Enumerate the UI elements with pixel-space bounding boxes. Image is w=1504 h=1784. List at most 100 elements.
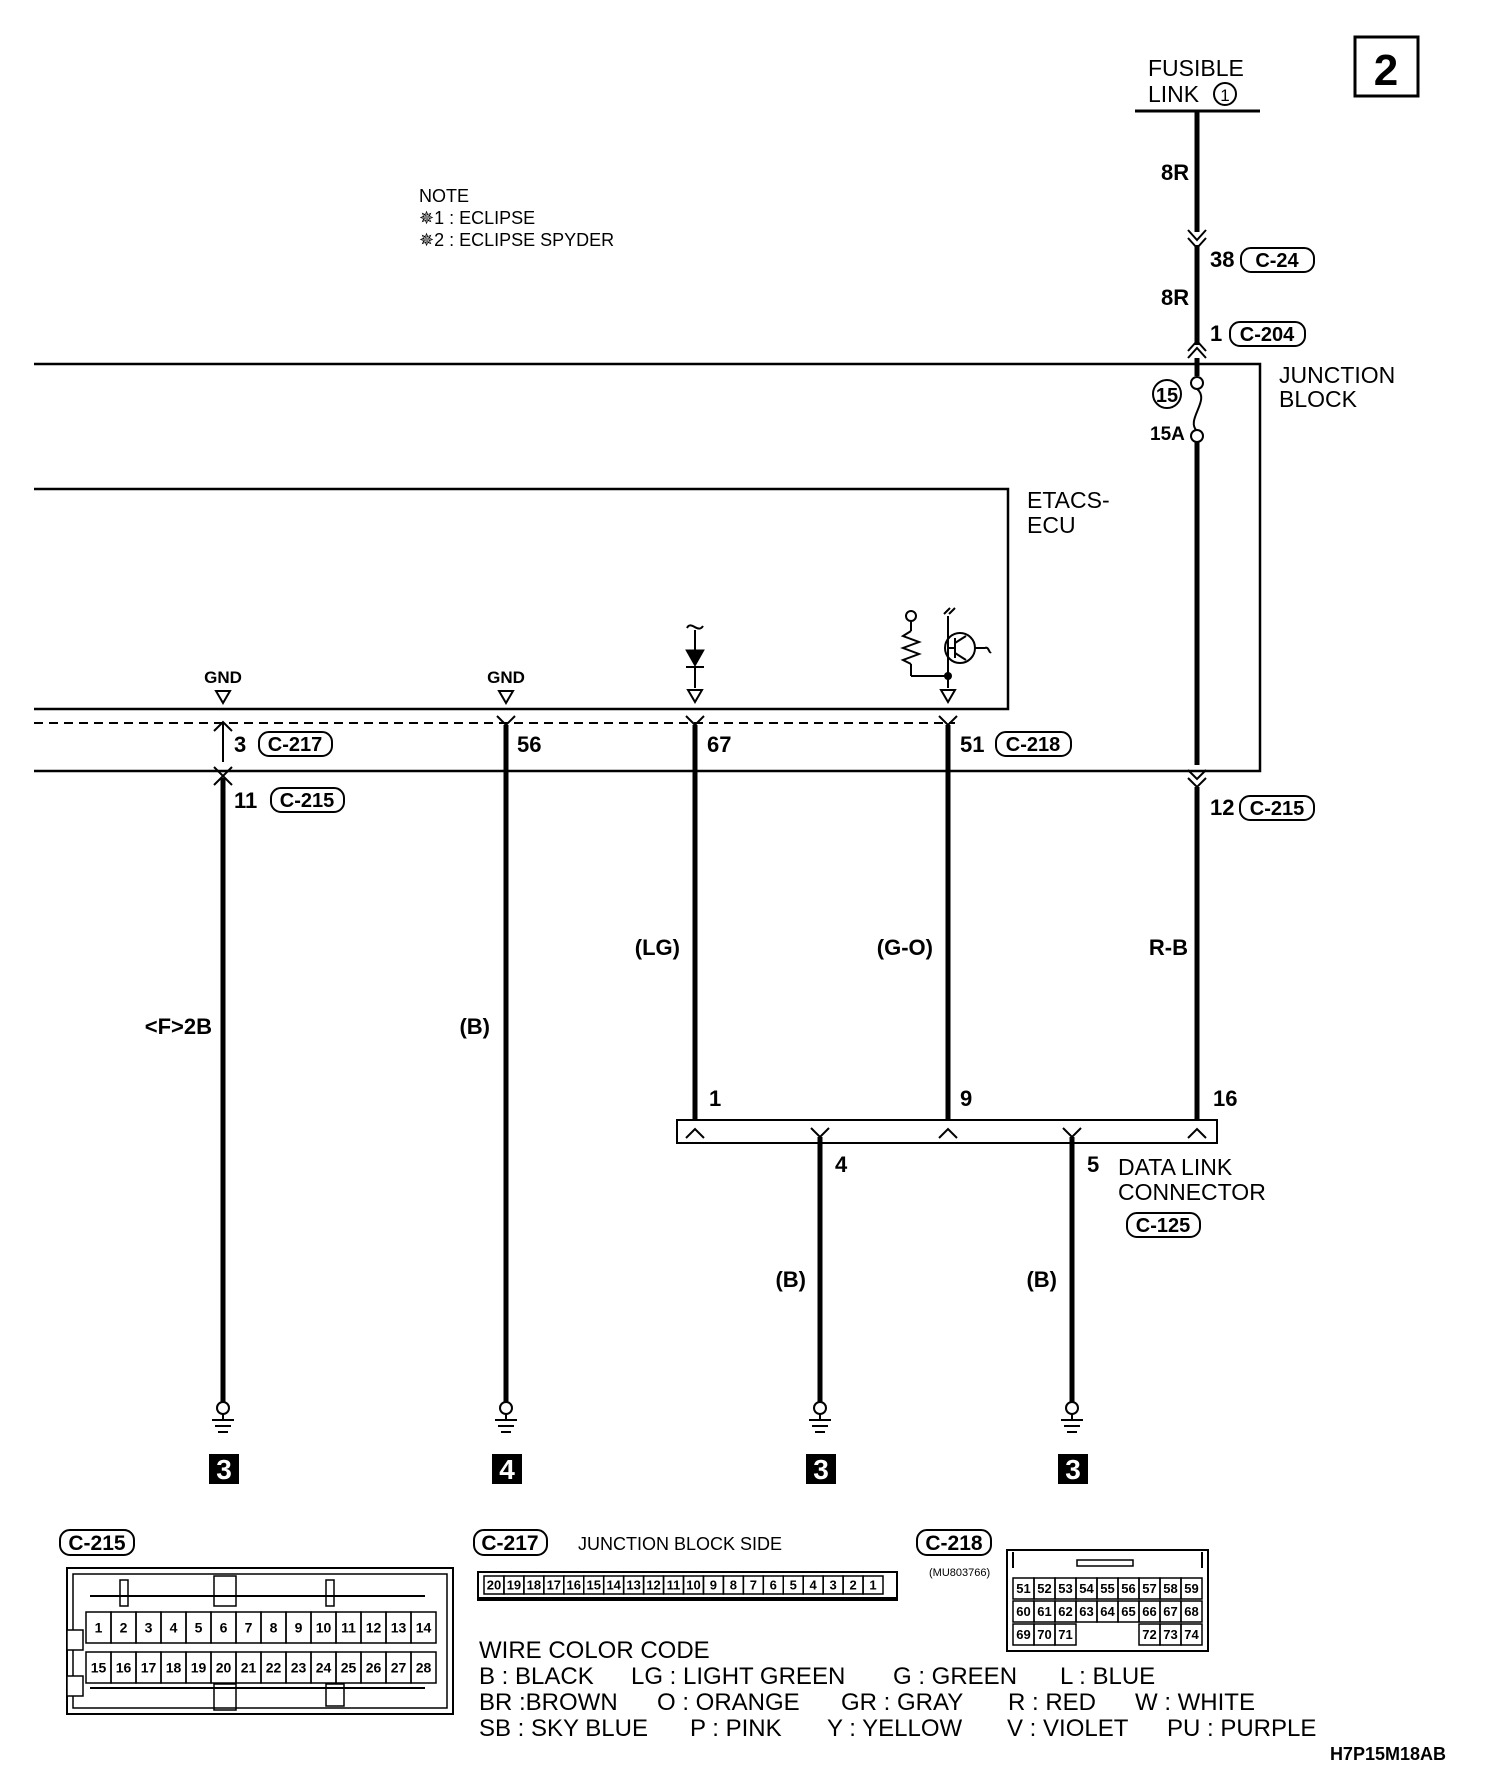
c215b-label: C-215 xyxy=(1250,798,1304,820)
c215-label: C-215 xyxy=(280,790,334,812)
c217-pin: 18 xyxy=(527,1578,541,1593)
c215-pin: 14 xyxy=(416,1620,432,1636)
gnd-label-1: GND xyxy=(204,668,242,687)
wire-color-b-1: (B) xyxy=(459,1014,490,1039)
dlc-pin-4: 4 xyxy=(835,1152,848,1177)
c217-pin: 6 xyxy=(770,1578,777,1593)
c218-pin: 53 xyxy=(1058,1581,1072,1596)
transistor-symbol xyxy=(900,607,992,704)
c217-pin: 8 xyxy=(730,1578,737,1593)
etacs-line1: ETACS- xyxy=(1027,487,1110,513)
gnd-symbol-2: GND xyxy=(487,668,525,705)
fusible-link-line2: LINK xyxy=(1148,81,1200,107)
c215-pin: 1 xyxy=(95,1620,103,1636)
c215-pin: 8 xyxy=(270,1620,278,1636)
note: NOTE ✵1 : ECLIPSE ✵2 : ECLIPSE SPYDER xyxy=(419,186,614,250)
c218-pin: 63 xyxy=(1079,1604,1093,1619)
diagram-id: H7P15M18AB xyxy=(1330,1744,1446,1764)
c218-pin: 67 xyxy=(1163,1604,1177,1619)
c217-pin: 13 xyxy=(626,1578,640,1593)
c215-pin: 25 xyxy=(341,1660,357,1676)
wcc-v: V : VIOLET xyxy=(1007,1715,1129,1742)
note-2: ✵2 : ECLIPSE SPYDER xyxy=(419,230,614,250)
wcc-g: G : GREEN xyxy=(893,1663,1017,1690)
c24-label: C-24 xyxy=(1255,250,1299,272)
ground-num-2: 4 xyxy=(499,1454,515,1485)
c217-side-label: JUNCTION BLOCK SIDE xyxy=(578,1534,782,1554)
junction-block-outline xyxy=(34,362,1262,773)
c217-pin-cell xyxy=(862,1575,884,1595)
c218-pin: 60 xyxy=(1016,1604,1030,1619)
c218-pin-cell xyxy=(1180,1577,1203,1600)
ground-num-3: 3 xyxy=(813,1454,829,1485)
page-number-box xyxy=(1353,35,1420,98)
note-1: ✵1 : ECLIPSE xyxy=(419,208,535,228)
dlc-line1: DATA LINK xyxy=(1118,1154,1233,1180)
c217-pin: 16 xyxy=(567,1578,581,1593)
c217-pin: 15 xyxy=(586,1578,600,1593)
c217-pin: 4 xyxy=(810,1578,818,1593)
c215-pin: 6 xyxy=(220,1620,228,1636)
c215-box xyxy=(270,787,345,813)
dlc-pin-9: 9 xyxy=(960,1086,972,1111)
c218-pin: 68 xyxy=(1184,1604,1198,1619)
junction-block-line2: BLOCK xyxy=(1279,386,1358,412)
fuse-num-circle xyxy=(1152,379,1182,409)
c218-pin: 72 xyxy=(1142,1627,1156,1642)
wire-color-8r-top: 8R xyxy=(1161,160,1189,185)
wire-506: 56 (B) xyxy=(459,715,541,1402)
wire-695: 67 (LG) xyxy=(635,715,731,1120)
power-feed-wire: 8R 38 C-24 8R 1 C-204 xyxy=(1161,111,1315,359)
wire-color-b-3: (B) xyxy=(1026,1267,1057,1292)
c204-label: C-204 xyxy=(1240,324,1295,346)
c218-view-label: C-218 xyxy=(925,1532,983,1555)
pin-67: 67 xyxy=(707,732,731,757)
c215-pin: 9 xyxy=(295,1620,303,1636)
ground-1072: 3 xyxy=(1058,1401,1088,1485)
dlc-pin-5: 5 xyxy=(1087,1152,1099,1177)
wire-color-b-2: (B) xyxy=(775,1267,806,1292)
ground-506: 4 xyxy=(492,1401,522,1485)
c215-pin: 23 xyxy=(291,1660,307,1676)
wcc-lg: LG : LIGHT GREEN xyxy=(631,1663,845,1690)
pin-56: 56 xyxy=(517,732,541,757)
c218-pin: 71 xyxy=(1058,1627,1072,1642)
c217-pin: 20 xyxy=(487,1578,501,1593)
fuse-rating: 15A xyxy=(1150,424,1185,445)
c218-pin: 74 xyxy=(1184,1627,1199,1642)
c215-pin: 20 xyxy=(216,1660,232,1676)
c215-pin: 16 xyxy=(116,1660,132,1676)
wire-1197: 12 C-215 R-B xyxy=(1149,769,1315,1120)
wire-color-g-o: (G-O) xyxy=(877,935,933,960)
c218-pin-cell xyxy=(1180,1623,1203,1646)
c218-label: C-218 xyxy=(1006,734,1060,756)
wire-color-8r-mid: 8R xyxy=(1161,285,1189,310)
c215-pin: 28 xyxy=(416,1660,432,1676)
wire-223: 3 C-217 11 C-215 <F>2B xyxy=(145,720,345,1402)
dlc-pin-16: 16 xyxy=(1213,1086,1237,1111)
wcc-br: BR :BROWN xyxy=(479,1689,618,1716)
c217-pin: 17 xyxy=(547,1578,561,1593)
c215-pin-cell xyxy=(410,1611,437,1644)
gnd-symbol-1: GND xyxy=(204,668,242,705)
c215-pin: 21 xyxy=(241,1660,257,1676)
ground-820: 3 xyxy=(806,1401,836,1485)
c215-pin: 22 xyxy=(266,1660,282,1676)
c217-pin: 19 xyxy=(507,1578,521,1593)
c217-pin: 7 xyxy=(750,1578,757,1593)
wcc-w: W : WHITE xyxy=(1135,1689,1255,1716)
c215-pin: 27 xyxy=(391,1660,407,1676)
c217-box xyxy=(258,731,333,757)
c218-pin: 69 xyxy=(1016,1627,1030,1642)
c125-box xyxy=(1126,1212,1201,1238)
c215-pin: 4 xyxy=(170,1620,178,1636)
c215-pin: 10 xyxy=(316,1620,332,1636)
etacs-ecu-outline xyxy=(34,487,1010,711)
c125-label: C-125 xyxy=(1136,1215,1190,1237)
ground-num-4: 3 xyxy=(1065,1454,1081,1485)
pin-3: 3 xyxy=(234,732,246,757)
wire-948: 51 C-218 (G-O) xyxy=(877,715,1072,1120)
